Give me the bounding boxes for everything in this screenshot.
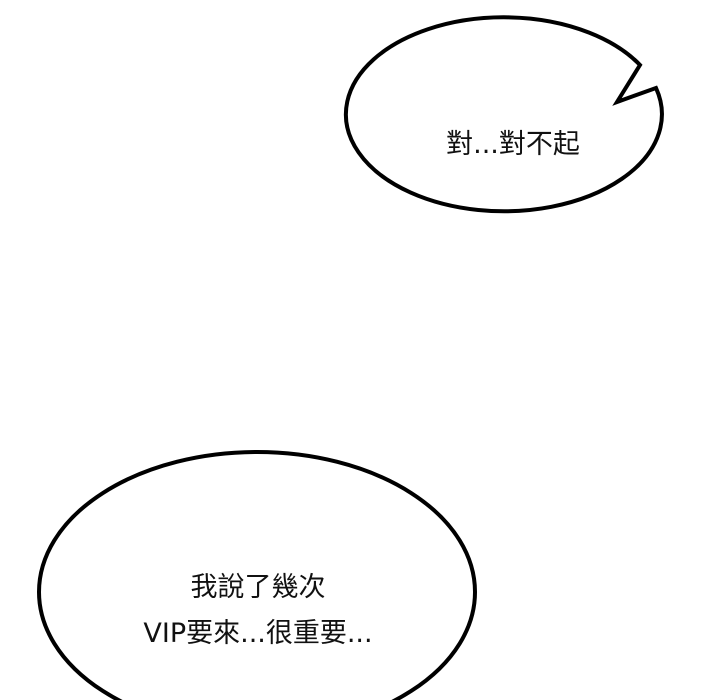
speech-bubble-2: [37, 450, 477, 700]
bubble-1-line-1: 對...對不起: [446, 129, 580, 160]
bubble-2-line-2: VIP要來...很重要...: [143, 618, 373, 649]
bubble-2-text: 我說了幾次 VIP要來...很重要...: [98, 565, 418, 657]
speech-bubble-1: [343, 15, 664, 214]
bubble-1-text: 對...對不起: [403, 122, 623, 168]
bubble-2-line-1: 我說了幾次: [190, 572, 326, 603]
